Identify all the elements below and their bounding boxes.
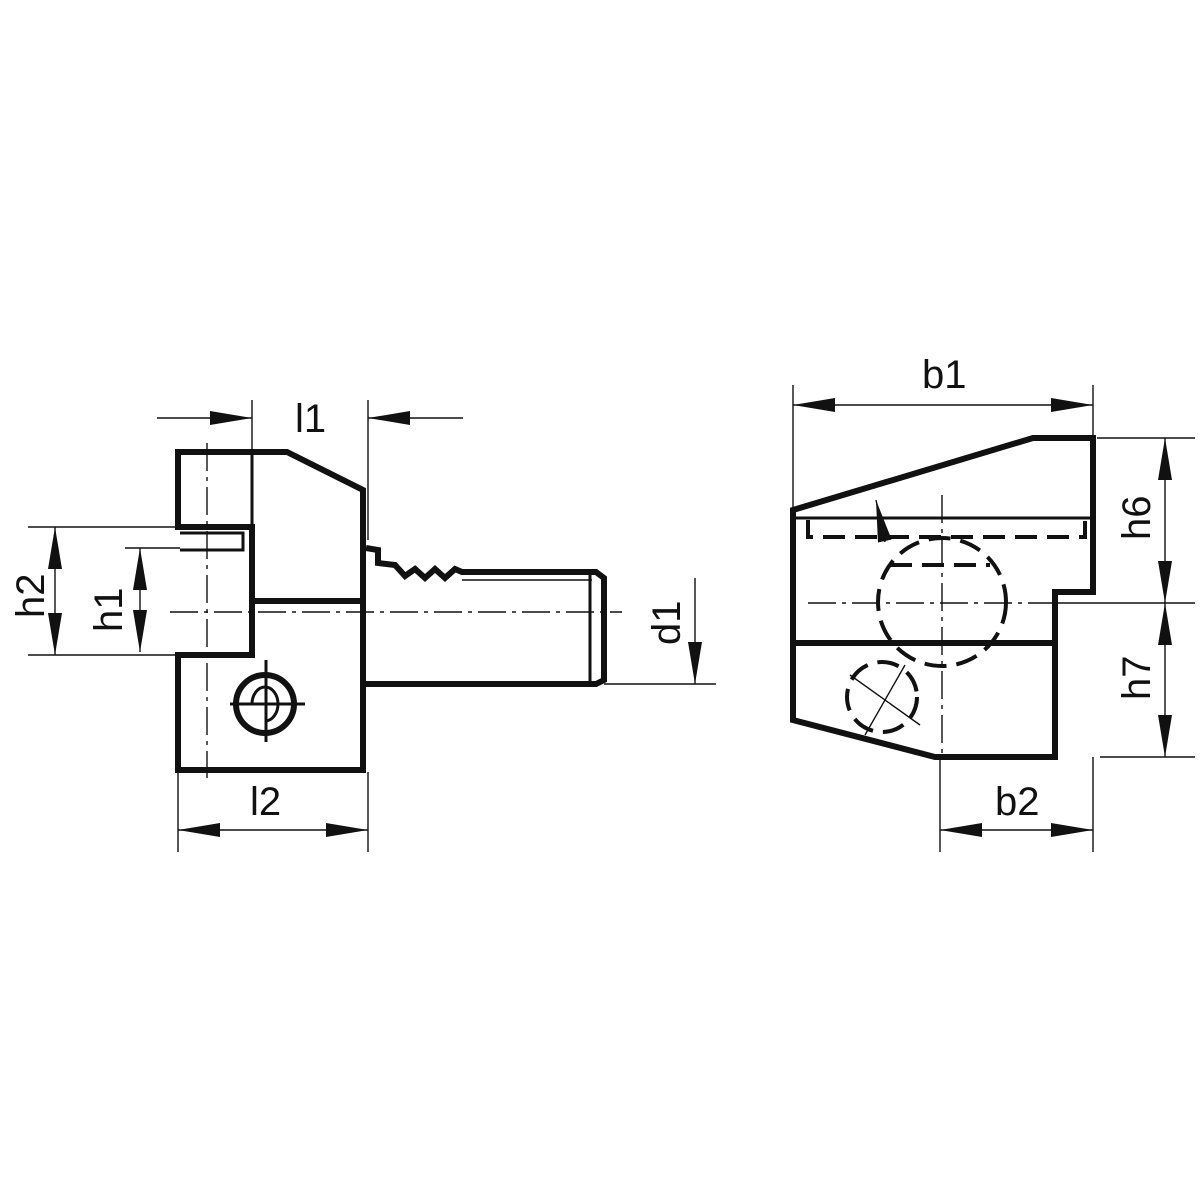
slope-arrow (875, 499, 892, 543)
h2-label: h2 (9, 574, 53, 619)
key-slot (180, 531, 245, 552)
l2-label: l2 (250, 780, 281, 824)
h6-label: h6 (1115, 496, 1159, 541)
d1-label: d1 (645, 601, 689, 646)
holder-body-outline (175, 449, 366, 773)
b2-label: b2 (995, 780, 1040, 824)
screw-symbol-icon (230, 660, 305, 742)
holder-front-outline (790, 435, 1096, 760)
hidden-slot (806, 520, 1087, 539)
b1-label: b1 (922, 353, 967, 397)
l1-label: l1 (295, 397, 326, 441)
h7-label: h7 (1115, 656, 1159, 701)
side-view: l1 l2 h2 h1 d1 (9, 397, 716, 852)
hidden-bore-large (876, 536, 1008, 668)
front-view: b1 b2 h6 h7 (790, 353, 1195, 852)
shank-outline (365, 545, 607, 687)
h1-label: h1 (87, 588, 131, 633)
hidden-bore-small (845, 660, 919, 734)
